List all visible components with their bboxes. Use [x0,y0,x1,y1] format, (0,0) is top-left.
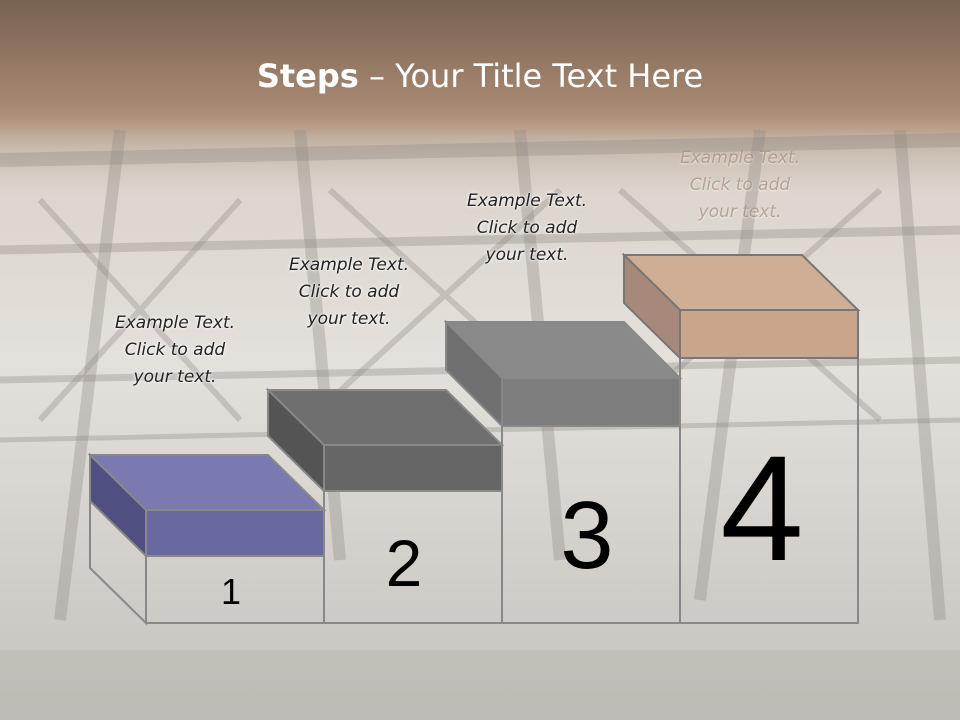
step-2-number: 2 [386,526,423,600]
step-3-number: 3 [560,482,613,589]
step-1-block [87,452,327,626]
step-2-line-2: Click to add [298,282,400,302]
step-4-line-2: Click to add [689,175,791,195]
header-band [0,0,960,135]
title-bold: Steps [256,57,359,95]
title-rest: – Your Title Text Here [358,57,704,95]
step-2-text[interactable]: Example Text. Click to add your text. [264,252,434,333]
step-1-line-3: your text. [133,367,217,387]
step-1-line-2: Click to add [124,340,226,360]
step-1-text[interactable]: Example Text. Click to add your text. [90,310,260,391]
step-3-line-3: your text. [485,245,569,265]
step-2-line-1: Example Text. [288,255,410,275]
step-4-line-3: your text. [698,202,782,222]
step-4-line-1: Example Text. [679,148,801,168]
step-4-number: 4 [720,424,803,592]
slide-title: Steps – Your Title Text Here [0,54,960,98]
step-3-line-1: Example Text. [466,191,588,211]
step-3-line-2: Click to add [476,218,578,238]
step-4-text[interactable]: Example Text. Click to add your text. [655,145,825,226]
step-2-line-3: your text. [307,309,391,329]
step-1-line-1: Example Text. [114,313,236,333]
step-1-number: 1 [221,571,241,612]
step-2-block [265,387,505,624]
step-4-block [621,252,861,624]
step-3-text[interactable]: Example Text. Click to add your text. [442,188,612,269]
